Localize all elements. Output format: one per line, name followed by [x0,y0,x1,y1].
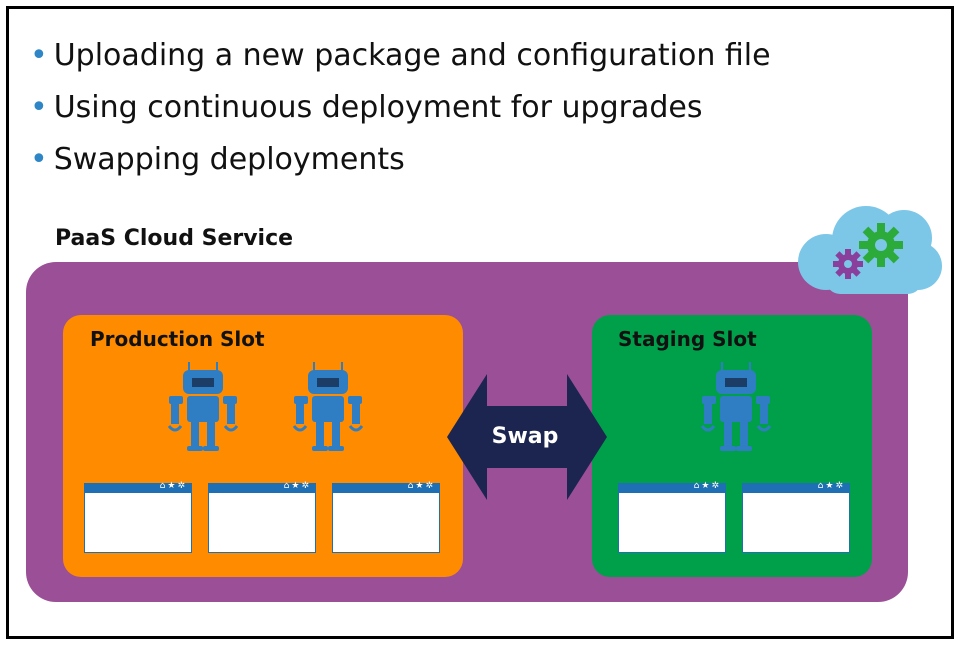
browser-window-icon: ⌂★✲ [84,481,192,553]
staging-slot-title: Staging Slot [618,327,757,351]
bullet-dot-icon: • [30,90,48,125]
bullet-item: •Using continuous deployment for upgrade… [30,82,771,134]
production-slot-title: Production Slot [90,327,265,351]
browser-window-icon: ⌂★✲ [208,481,316,553]
bullet-item: •Swapping deployments [30,134,771,186]
robot-icon [167,362,239,451]
cloud-gears-icon [798,206,942,294]
browser-window-icon: ⌂★✲ [332,481,440,553]
browser-window-icon: ⌂★✲ [618,481,726,553]
bullet-dot-icon: • [30,38,48,73]
bullet-dot-icon: • [30,142,48,177]
bullet-text: Swapping deployments [53,142,405,177]
bullet-item: •Uploading a new package and configurati… [30,30,771,82]
robot-icon [292,362,364,451]
robot-icon [700,362,772,451]
bullet-text: Using continuous deployment for upgrades [53,90,703,125]
browser-window-icon: ⌂★✲ [742,481,850,553]
service-label: PaaS Cloud Service [55,226,294,251]
bullet-text: Uploading a new package and configuratio… [53,38,771,73]
swap-label: Swap [491,424,559,449]
swap-arrow-icon [447,374,607,500]
bullet-list: •Uploading a new package and configurati… [30,30,771,186]
